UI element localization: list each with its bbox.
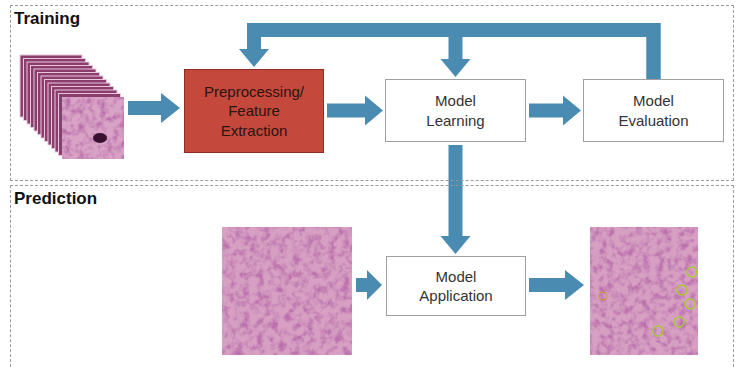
process-box: Model Learning [385, 79, 526, 142]
flow-arrow [441, 30, 654, 79]
process-box: Model Evaluation [583, 79, 724, 142]
box-label: Preprocessing/ Feature Extraction [198, 82, 310, 141]
box-label: Model Evaluation [612, 91, 696, 130]
flow-arrow [327, 96, 383, 126]
region-title: Prediction [14, 189, 97, 209]
training-region: TrainingPreprocessing/ Feature Extractio… [10, 5, 734, 181]
box-label: Model Learning [416, 91, 496, 130]
flow-arrow [529, 96, 581, 126]
image-stack [20, 55, 124, 159]
prediction-region: PredictionModel Application [10, 185, 734, 369]
tissue-image [222, 227, 352, 355]
region-title: Training [14, 9, 80, 29]
box-label: Model Application [408, 267, 504, 306]
flow-arrow [441, 145, 471, 254]
result-image [590, 227, 698, 355]
process-box: Preprocessing/ Feature Extraction [184, 69, 324, 153]
process-box: Model Application [386, 256, 526, 316]
